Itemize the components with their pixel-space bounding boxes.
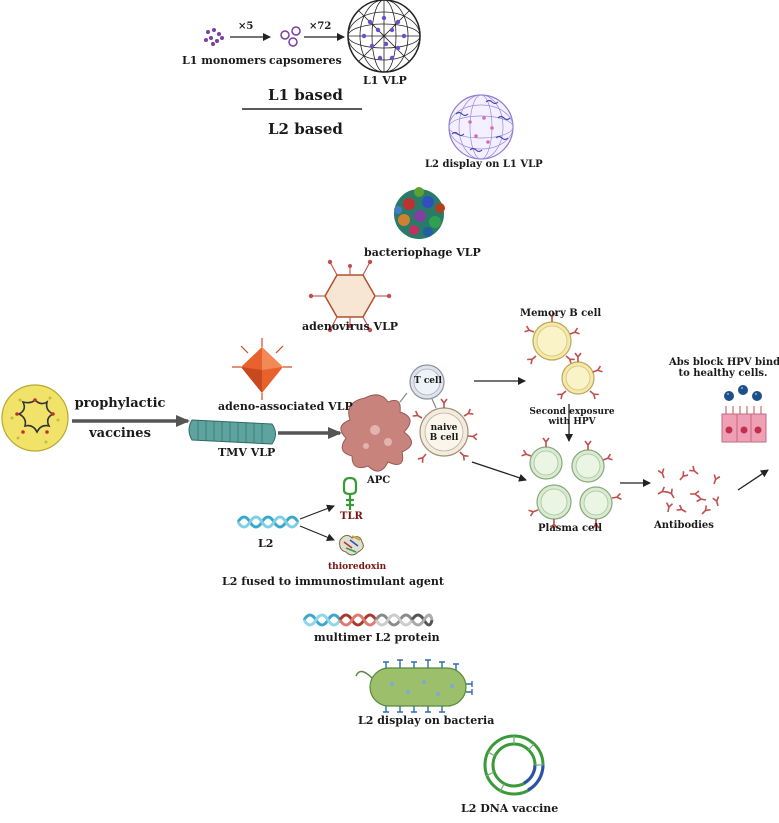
arrow-naive-to-plasma: [471, 461, 527, 482]
capsomeres-label: capsomeres: [269, 54, 342, 67]
naive-line2: B cell: [429, 432, 459, 443]
aav-vlp-icon: [232, 338, 292, 400]
vaccines-label: vaccines: [72, 426, 168, 441]
dna-plasmid-icon: [483, 734, 545, 796]
apc-label: APC: [367, 475, 391, 486]
arrow-l2-to-tlr: [299, 504, 335, 520]
tmv-vlp-label: TMV VLP: [218, 446, 276, 459]
bacteria-icon: [355, 659, 473, 713]
second-exposure-label: Second exposure with HPV: [527, 407, 617, 428]
l2-label: L2: [258, 537, 274, 550]
naive-b-cell-icon: [411, 398, 479, 464]
bacteriophage-vlp-label: bacteriophage VLP: [364, 246, 481, 259]
thioredoxin-icon: [339, 534, 364, 556]
abs-block-line2: to healthy cells.: [678, 368, 768, 379]
thioredoxin-label: thioredoxin: [328, 562, 387, 572]
naive-line1: naive: [430, 423, 458, 433]
abs-block-line1: Abs block HPV binding: [669, 357, 779, 368]
l2-display-l1-vlp-label: L2 display on L1 VLP: [425, 159, 543, 170]
antibodies-label: Antibodies: [654, 520, 714, 531]
second-exposure-line1: Second exposure: [529, 407, 615, 417]
second-exposure-line2: with HPV: [548, 416, 596, 427]
capsomeres-icon: [280, 26, 301, 47]
hpv-virion-icon: [1, 384, 69, 452]
plasma-cell-icon: [520, 437, 623, 529]
l1-based-heading: L1 based: [268, 86, 343, 104]
bacteriophage-vlp-icon: [394, 187, 445, 239]
arrow-antibodies-to-cells: [737, 469, 769, 491]
l1-vlp-icon: [347, 0, 421, 73]
x72-label: ×72: [309, 21, 332, 32]
hpv-particles-icon: [724, 385, 762, 401]
tlr-icon: [342, 476, 358, 510]
antibodies-icon: [655, 465, 722, 517]
memory-b-cell-label: Memory B cell: [520, 308, 602, 319]
l2-fused-label: L2 fused to immunostimulant agent: [222, 575, 444, 588]
adenovirus-vlp-label: adenovirus VLP: [302, 320, 399, 333]
memory-b-cell-icon: [523, 312, 604, 400]
l1-monomers-icon: [204, 28, 224, 46]
l2-helix-icon: [236, 515, 300, 529]
arrow-l2-to-thioredoxin: [299, 525, 335, 542]
multimer-l2-label: multimer L2 protein: [314, 631, 440, 644]
apc-cell-icon: [340, 394, 412, 472]
healthy-cells-icon: [721, 406, 767, 443]
l2-dna-vaccine-label: L2 DNA vaccine: [461, 802, 559, 815]
plasma-cell-label: Plasma cell: [538, 523, 603, 534]
naive-b-cell-label: naive B cell: [426, 423, 462, 444]
prophylactic-vaccines-label: prophylactic: [72, 396, 168, 411]
tlr-label: TLR: [340, 511, 363, 522]
prophylactic-line2: vaccines: [89, 426, 151, 441]
x5-label: ×5: [238, 21, 254, 32]
tmv-vlp-icon: [188, 419, 276, 445]
l1-vlp-label: L1 VLP: [363, 74, 407, 87]
l2-display-vlp-icon: [448, 94, 514, 160]
adenovirus-vlp-icon: [308, 259, 392, 333]
prophylactic-line1: prophylactic: [74, 396, 166, 411]
l2-based-heading: L2 based: [268, 120, 343, 138]
abs-block-label: Abs block HPV binding to healthy cells.: [669, 357, 779, 379]
aav-vlp-label: adeno-associated VLP: [218, 400, 353, 413]
l2-bacteria-label: L2 display on bacteria: [358, 714, 495, 727]
t-cell-label: T cell: [414, 376, 442, 386]
multimer-l2-protein-icon: [302, 613, 434, 627]
t-cell-icon: [399, 364, 445, 409]
l1-monomers-label: L1 monomers: [182, 54, 267, 67]
